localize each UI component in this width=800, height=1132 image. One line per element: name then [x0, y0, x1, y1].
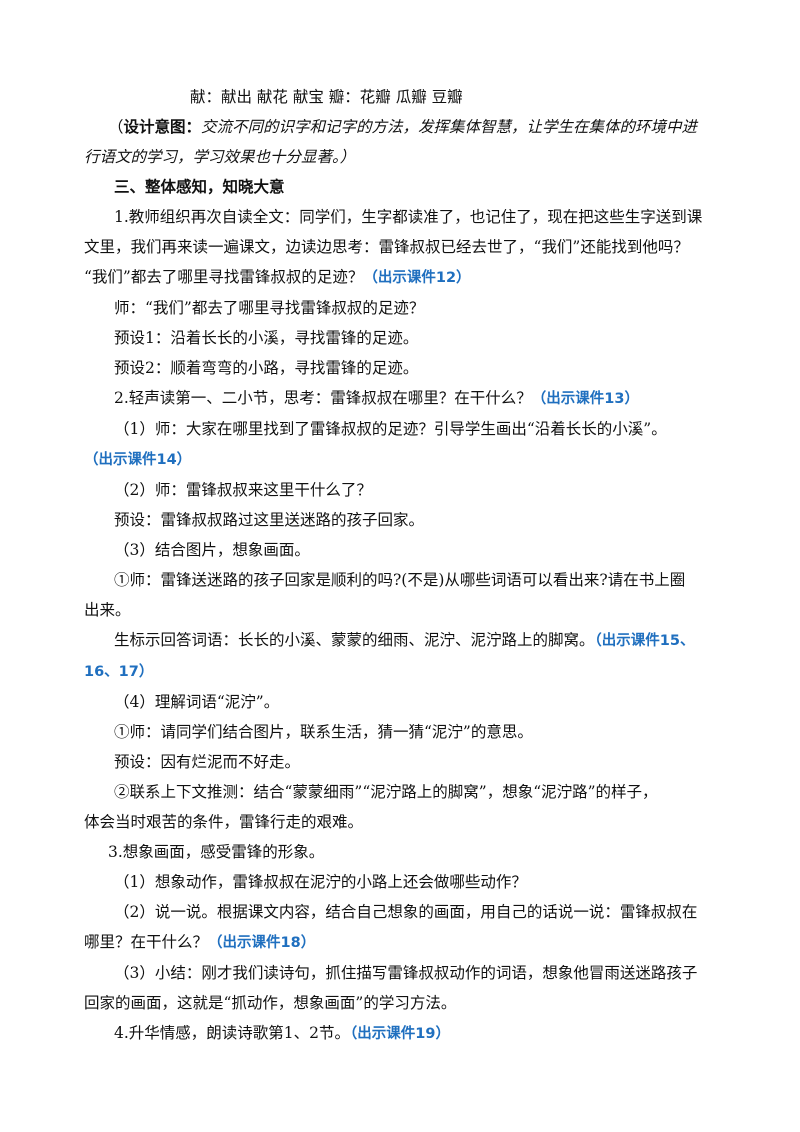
- design-note-line-2: 行语文的学习，学习效果也十分显著。）: [84, 148, 356, 166]
- p2-3-line: （3）结合图片，想象画面。: [114, 541, 310, 559]
- section-heading: 三、整体感知，知晓大意: [114, 177, 285, 196]
- p2-line: 2.轻声读第一、二小节，思考：雷锋叔叔在哪里？在干什么？（出示课件13）: [84, 383, 720, 414]
- courseware-13-ref: （出示课件13）: [531, 391, 639, 407]
- courseware-18-ref: （出示课件18）: [208, 935, 316, 951]
- student-answer-text: 生标示回答词语：长长的小溪、蒙蒙的细雨、泥泞、泥泞路上的脚窝。: [114, 631, 595, 649]
- courseware-19-ref: （出示课件19）: [350, 1026, 450, 1042]
- preset-3: 预设：雷锋叔叔路过这里送迷路的孩子回家。: [114, 511, 425, 529]
- courseware-15-ref: （出示课件15、: [594, 633, 695, 649]
- p4-text: 4.升华情感，朗读诗歌第1、2节。: [114, 1024, 351, 1042]
- preset-2: 预设2：顺着弯弯的小路，寻找雷锋的足迹。: [114, 359, 419, 377]
- p1-line-3-text: “我们”都去了哪里寻找雷锋叔叔的足迹？: [84, 268, 364, 286]
- p1-line-2: 文里，我们再来读一遍课文，边读边思考：雷锋叔叔已经去世了，“我们”还能找到他吗？: [84, 238, 689, 256]
- p2-4-line: （4）理解词语“泥泞”。: [114, 693, 280, 711]
- p3-3-line-2: 回家的画面，这就是“抓动作，想象画面”的学习方法。: [84, 994, 457, 1012]
- p3-line: 3.想象画面，感受雷锋的形象。: [108, 843, 325, 861]
- p3-2-line-1: （2）说一说。根据课文内容，结合自己想象的画面，用自己的话说一说：雷锋叔叔在: [114, 903, 698, 921]
- preset-1: 预设1：沿着长长的小溪，寻找雷锋的足迹。: [114, 329, 419, 347]
- student-answer-line-1: 生标示回答词语：长长的小溪、蒙蒙的细雨、泥泞、泥泞路上的脚窝。（出示课件15、: [84, 625, 720, 656]
- design-note-line-1: （设计意图：交流不同的识字和记字的方法，发挥集体智慧，让学生在集体的环境中进: [84, 112, 720, 142]
- courseware-12-ref: （出示课件12）: [363, 270, 471, 286]
- p1-line-1: 1.教师组织再次自读全文：同学们，生字都读准了，也记住了，现在把这些生字送到课: [114, 208, 703, 226]
- p2-1-line: （1）师：大家在哪里找到了雷锋叔叔的足迹？引导学生画出“沿着长长的小溪”。: [114, 420, 667, 438]
- preset-4: 预设：因有烂泥而不好走。: [114, 753, 301, 771]
- p3-1-line: （1）想象动作，雷锋叔叔在泥泞的小路上还会做哪些动作？: [114, 873, 527, 891]
- design-note-open: （: [108, 118, 124, 136]
- p3-2-line-2-text: 哪里？在干什么？: [84, 933, 209, 951]
- student-answer-line-2: 16、17）: [84, 656, 720, 687]
- p2-2-line: （2）师：雷锋叔叔来这里干什么了？: [114, 481, 372, 499]
- p3-2-line-2: 哪里？在干什么？（出示课件18）: [84, 927, 720, 958]
- p2-4-1-line: ①师：请同学们结合图片，联系生活，猜一猜“泥泞”的意思。: [114, 723, 533, 741]
- p1-line-3: “我们”都去了哪里寻找雷锋叔叔的足迹？（出示课件12）: [84, 262, 720, 293]
- design-note-label: 设计意图：: [123, 117, 202, 136]
- p2-4-2-line-1: ②联系上下文推测：结合“蒙蒙细雨”“泥泞路上的脚窝”，想象“泥泞路”的样子，: [114, 783, 658, 801]
- p2-4-2-line-2: 体会当时艰苦的条件，雷锋行走的艰难。: [84, 813, 364, 831]
- p4-line: 4.升华情感，朗读诗歌第1、2节。（出示课件19）: [84, 1018, 720, 1049]
- courseware-14-ref: （出示课件14）: [84, 452, 192, 468]
- p2-3-1-line-2: 出来。: [84, 601, 131, 619]
- design-note-text-1: 交流不同的识字和记字的方法，发挥集体智慧，让学生在集体的环境中进: [201, 118, 698, 136]
- p3-3-line-1: （3）小结：刚才我们读诗句，抓住描写雷锋叔叔动作的词语，想象他冒雨送迷路孩子: [114, 964, 698, 982]
- p2-3-1-line-1: ①师：雷锋送迷路的孩子回家是顺利的吗?(不是)从哪些词语可以看出来?请在书上圈: [114, 571, 686, 589]
- teacher-question-1: 师：“我们”都去了哪里寻找雷锋叔叔的足迹？: [114, 299, 425, 317]
- p2-1-courseware-line: （出示课件14）: [84, 444, 720, 475]
- lesson-content: 献：献出 献花 献宝 瓣：花瓣 瓜瓣 豆瓣 （设计意图：交流不同的识字和记字的方…: [84, 82, 720, 1049]
- vocab-line: 献：献出 献花 献宝 瓣：花瓣 瓜瓣 豆瓣: [190, 88, 463, 106]
- courseware-16-17-ref: 16、17）: [84, 664, 154, 680]
- p2-text: 2.轻声读第一、二小节，思考：雷锋叔叔在哪里？在干什么？: [114, 389, 532, 407]
